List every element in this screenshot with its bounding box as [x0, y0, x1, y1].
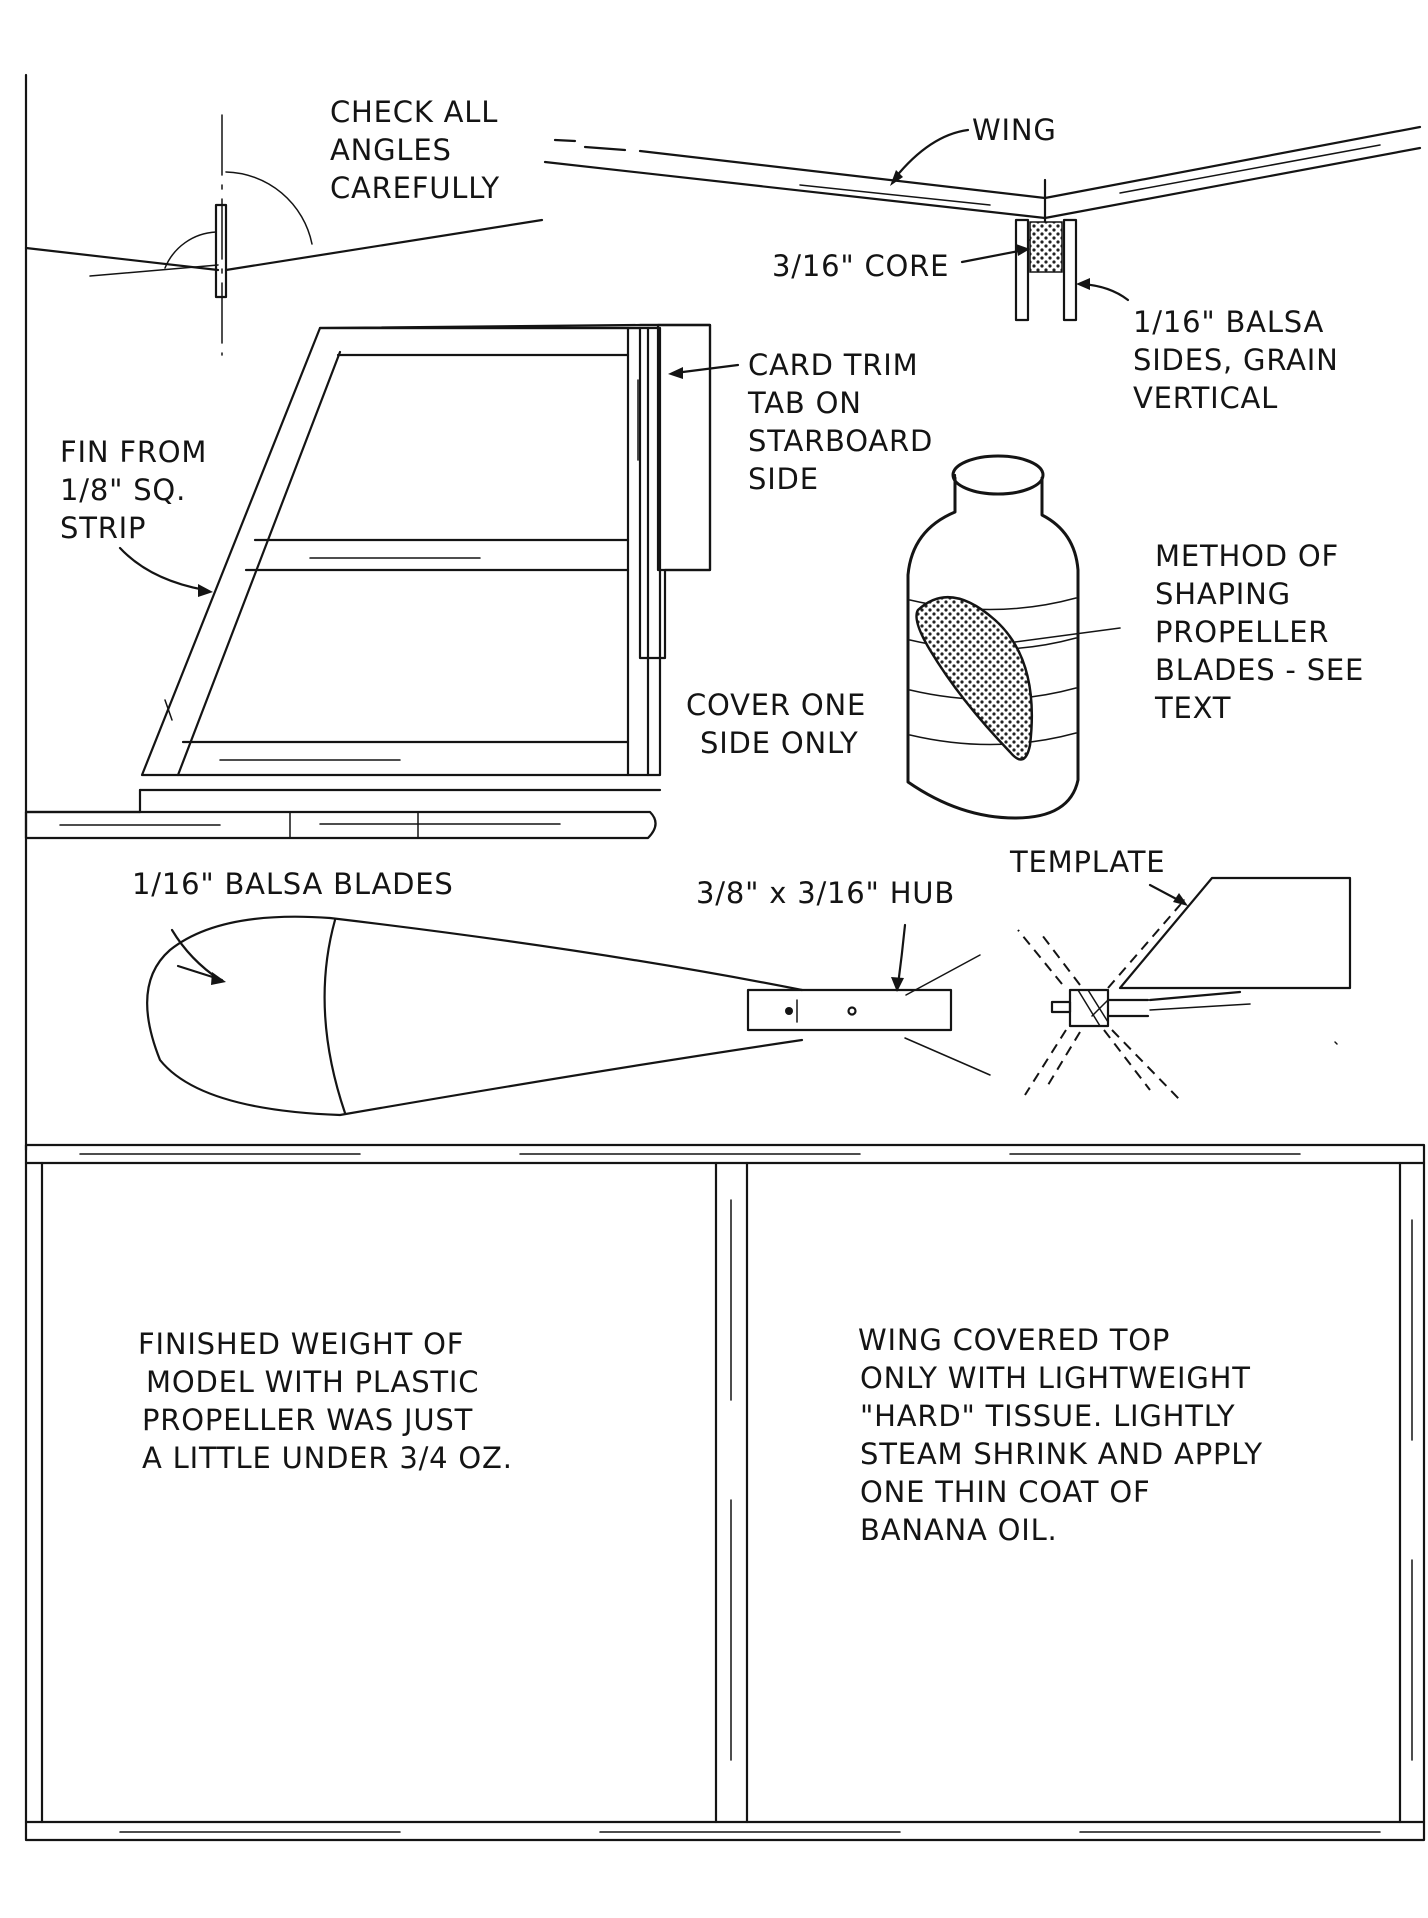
svg-text:METHOD OF: METHOD OF: [1155, 539, 1339, 573]
wing-dihedral-sketch: [543, 125, 1422, 322]
svg-text:WING COVERED TOP: WING COVERED TOP: [858, 1323, 1170, 1357]
hub-label: 3/8" x 3/16" HUB: [696, 876, 955, 910]
cover-one-side-label: COVER ONE SIDE ONLY: [686, 688, 866, 760]
wing-label: WING: [890, 113, 1057, 186]
svg-text:PROPELLER: PROPELLER: [1155, 615, 1329, 649]
svg-text:ONE THIN COAT OF: ONE THIN COAT OF: [860, 1475, 1150, 1509]
svg-text:"HARD" TISSUE. LIGHTLY: "HARD" TISSUE. LIGHTLY: [860, 1399, 1235, 1433]
svg-text:MODEL WITH PLASTIC: MODEL WITH PLASTIC: [146, 1365, 479, 1399]
template-label: TEMPLATE: [1009, 845, 1188, 906]
weight-note: FINISHED WEIGHT OF MODEL WITH PLASTIC PR…: [138, 1327, 513, 1475]
svg-text:SIDES, GRAIN: SIDES, GRAIN: [1133, 343, 1339, 377]
propeller-hub: [746, 923, 991, 1076]
core-label: 3/16" CORE: [772, 244, 1030, 283]
svg-text:A LITTLE UNDER 3/4 OZ.: A LITTLE UNDER 3/4 OZ.: [142, 1441, 513, 1475]
svg-text:TEMPLATE: TEMPLATE: [1009, 845, 1165, 879]
svg-text:STRIP: STRIP: [60, 511, 146, 545]
propeller-blade: [146, 915, 804, 1117]
svg-text:SIDE ONLY: SIDE ONLY: [700, 726, 859, 760]
template-sketch: [1017, 876, 1352, 1101]
fin-material-label: FIN FROM 1/8" SQ. STRIP: [60, 435, 213, 597]
check-angles-label: CHECK ALL ANGLES CAREFULLY: [330, 95, 500, 205]
svg-text:SIDE: SIDE: [748, 462, 819, 496]
svg-text:COVER ONE: COVER ONE: [686, 688, 866, 722]
svg-text:3/8" x 3/16" HUB: 3/8" x 3/16" HUB: [696, 876, 955, 910]
svg-text:3/16" CORE: 3/16" CORE: [772, 249, 949, 283]
dihedral-angle-sketch: [24, 114, 544, 356]
propeller-method-label: METHOD OF SHAPING PROPELLER BLADES - SEE…: [1014, 539, 1364, 725]
svg-text:STARBOARD: STARBOARD: [748, 424, 933, 458]
wing-panel-frame: [24, 1143, 1426, 1842]
fin-frame: [24, 323, 712, 840]
svg-text:CARD TRIM: CARD TRIM: [748, 348, 918, 382]
trim-tab-label: CARD TRIM TAB ON STARBOARD SIDE: [668, 348, 933, 496]
svg-text:STEAM SHRINK AND APPLY: STEAM SHRINK AND APPLY: [860, 1437, 1263, 1471]
svg-text:WING: WING: [972, 113, 1057, 147]
svg-text:CAREFULLY: CAREFULLY: [330, 171, 500, 205]
svg-text:1/16" BALSA: 1/16" BALSA: [1133, 305, 1324, 339]
balsa-blades-label: 1/16" BALSA BLADES: [132, 867, 454, 901]
svg-text:BLADES - SEE: BLADES - SEE: [1155, 653, 1364, 687]
svg-text:FIN FROM: FIN FROM: [60, 435, 207, 469]
svg-text:1/8" SQ.: 1/8" SQ.: [60, 473, 186, 507]
svg-text:FINISHED WEIGHT OF: FINISHED WEIGHT OF: [138, 1327, 464, 1361]
bottle-illustration: [906, 454, 1080, 820]
svg-text:ANGLES: ANGLES: [330, 133, 452, 167]
svg-text:TAB ON: TAB ON: [747, 386, 862, 420]
svg-text:SHAPING: SHAPING: [1155, 577, 1291, 611]
svg-text:1/16" BALSA BLADES: 1/16" BALSA BLADES: [132, 867, 454, 901]
covering-note: WING COVERED TOP ONLY WITH LIGHTWEIGHT "…: [858, 1323, 1263, 1547]
svg-text:CHECK ALL: CHECK ALL: [330, 95, 498, 129]
balsa-sides-label: 1/16" BALSA SIDES, GRAIN VERTICAL: [1076, 278, 1339, 415]
svg-text:TEXT: TEXT: [1154, 691, 1231, 725]
svg-text:PROPELLER WAS JUST: PROPELLER WAS JUST: [142, 1403, 473, 1437]
svg-text:ONLY WITH LIGHTWEIGHT: ONLY WITH LIGHTWEIGHT: [860, 1361, 1251, 1395]
svg-text:BANANA OIL.: BANANA OIL.: [860, 1513, 1058, 1547]
svg-text:VERTICAL: VERTICAL: [1133, 381, 1278, 415]
